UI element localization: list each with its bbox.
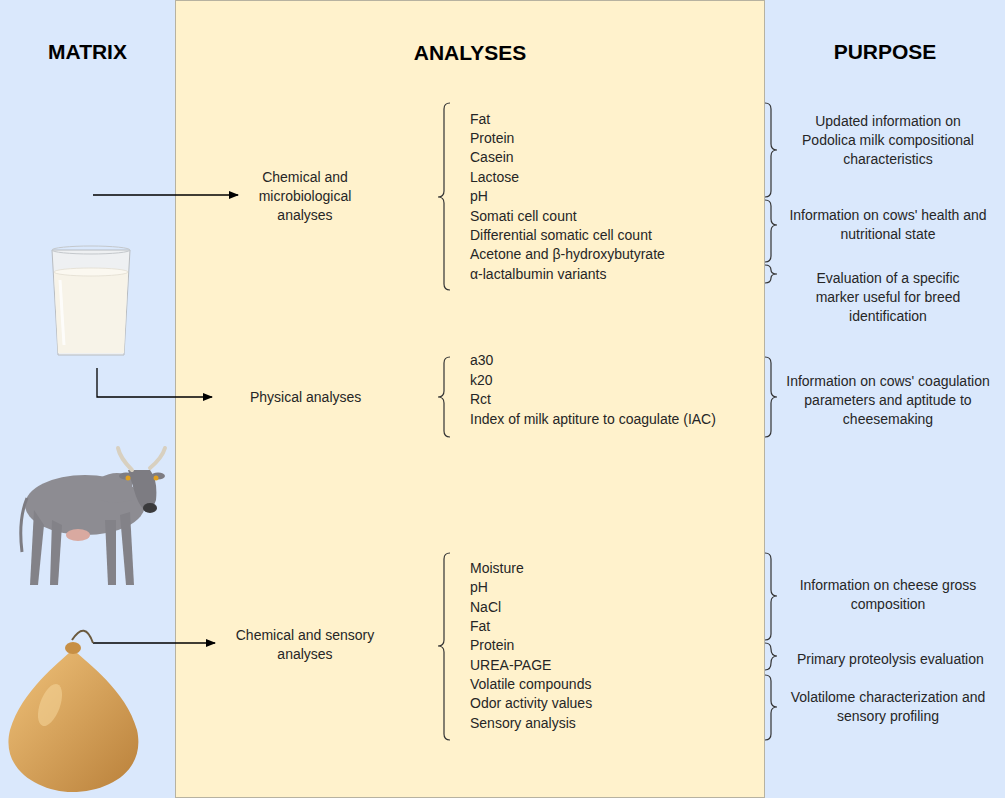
analysis-item: pH [470, 187, 488, 206]
analysis-item: Odor activity values [470, 694, 592, 713]
cow-illustration [21, 448, 165, 585]
analysis-item: α-lactalbumin variants [470, 265, 606, 284]
column-heading: MATRIX [0, 40, 175, 64]
analysis-group: Chemical and microbiological analyses [245, 168, 365, 225]
analysis-item: Fat [470, 110, 490, 129]
cheese-illustration [8, 631, 138, 792]
analysis-item: a30 [470, 351, 493, 370]
analysis-item: Moisture [470, 559, 524, 578]
column-heading: ANALYSES [176, 41, 764, 65]
arrow [93, 194, 238, 195]
analysis-item: Lactose [470, 168, 519, 187]
arrow [93, 642, 215, 643]
analysis-item: Volatile compounds [470, 675, 591, 694]
milk-glass [52, 246, 130, 355]
analysis-item: Protein [470, 636, 514, 655]
analysis-item: Fat [470, 617, 490, 636]
brace [438, 103, 450, 740]
analysis-item: Protein [470, 129, 514, 148]
purpose-text: Updated information on Podolica milk com… [792, 112, 984, 169]
analysis-group: Physical analyses [250, 388, 361, 407]
analysis-item: Sensory analysis [470, 714, 576, 733]
analysis-group: Chemical and sensory analyses [225, 626, 385, 664]
analysis-item: NaCl [470, 598, 501, 617]
arrow [97, 368, 212, 397]
purpose-text: Volatilome characterization and sensory … [782, 688, 994, 726]
analysis-item: Rct [470, 390, 491, 409]
analysis-item: Differential somatic cell count [470, 226, 652, 245]
purpose-text: Information on cows' coagulation paramet… [780, 372, 996, 429]
purpose-text: Information on cheese gross composition [787, 576, 989, 614]
purpose-text: Information on cows' health and nutritio… [782, 206, 994, 244]
analysis-item: Index of milk aptiture to coagulate (IAC… [470, 410, 716, 429]
analysis-item: pH [470, 578, 488, 597]
analysis-item: Somati cell count [470, 207, 577, 226]
column-heading: PURPOSE [765, 40, 1005, 64]
brace [765, 103, 777, 740]
purpose-text: Primary proteolysis evaluation [797, 650, 984, 669]
analysis-item: UREA-PAGE [470, 656, 551, 675]
analysis-item: Acetone and β-hydroxybutyrate [470, 245, 665, 264]
analysis-item: k20 [470, 371, 493, 390]
analysis-item: Casein [470, 148, 514, 167]
purpose-text: Evaluation of a specific marker useful f… [797, 269, 979, 326]
